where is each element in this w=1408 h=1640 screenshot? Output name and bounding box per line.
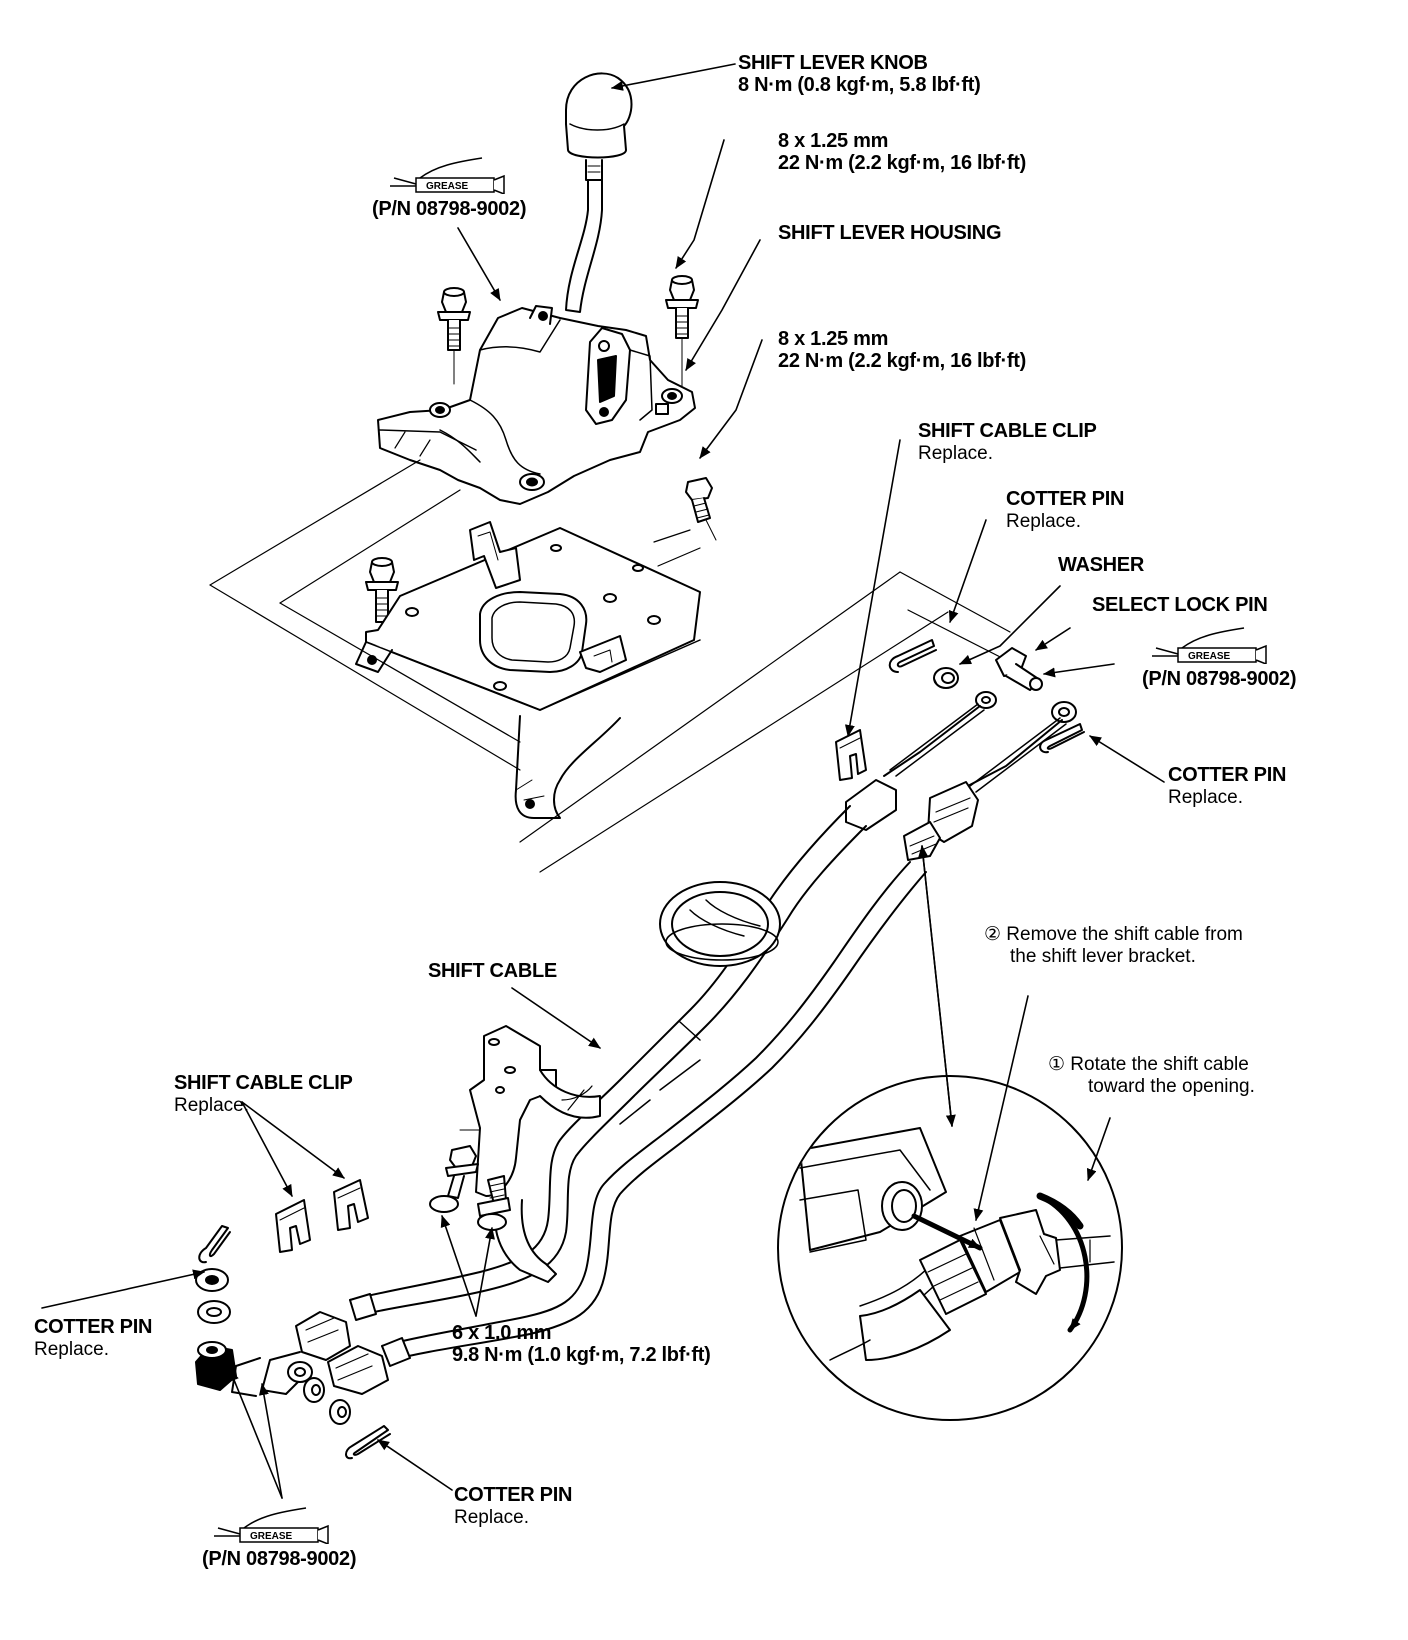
label-step2-line1: ② Remove the shift cable from [984,924,1243,945]
bracket-bolt-left [365,557,399,623]
cotter-pin-left [198,1225,231,1264]
label-knob-title: SHIFT LEVER KNOB [738,52,928,74]
shift-lever [565,179,603,313]
lower-bolt-right [477,1175,511,1231]
label-step1-line2: toward the opening. [1088,1076,1255,1097]
label-bolt-top-size: 8 x 1.25 mm [778,130,889,152]
label-clip-bottom-title: SHIFT CABLE CLIP [174,1072,353,1094]
label-cotter-left-title: COTTER PIN [34,1316,153,1338]
label-clip-top-note: Replace. [918,443,993,464]
label-bolt-bottom-torque: 9.8 N·m (1.0 kgf·m, 7.2 lbf·ft) [452,1344,711,1366]
shift-cable [231,703,1067,1397]
label-cotter-right-note: Replace. [1168,787,1243,808]
label-bolt-mid-torque: 22 N·m (2.2 kgf·m, 16 lbf·ft) [778,350,1026,372]
detail-view [777,1075,1123,1421]
label-pn-top-left: (P/N 08798-9002) [372,198,527,220]
grease-tag: GREASE [250,1531,293,1542]
grease-icon-right: GREASE [1152,627,1267,664]
label-cotter-bottom-title: COTTER PIN [454,1484,573,1506]
label-cotter-top-title: COTTER PIN [1006,488,1125,510]
label-step2-line2: the shift lever bracket. [1010,946,1196,967]
shift-cable-clip-bottom-2 [333,1179,369,1231]
cotter-pin-bottom [345,1425,391,1460]
grease-icon-bottom: GREASE [214,1507,329,1544]
label-bolt-bottom-size: 6 x 1.0 mm [452,1322,552,1344]
label-pn-bottom: (P/N 08798-9002) [202,1548,357,1570]
label-shift-cable: SHIFT CABLE [428,960,557,982]
label-cotter-left-note: Replace. [34,1339,109,1360]
label-cotter-top-note: Replace. [1006,511,1081,532]
label-cotter-bottom-note: Replace. [454,1507,529,1528]
shift-cable-clip-bottom-1 [275,1199,311,1253]
label-clip-bottom-note: Replace. [174,1095,249,1116]
label-step1-line1: ① Rotate the shift cable [1048,1054,1249,1075]
lower-bolt-left [429,1129,481,1213]
select-lock-pin [995,647,1043,691]
shift-lever-knob [565,72,633,181]
label-bolt-mid-size: 8 x 1.25 mm [778,328,889,350]
washer-top [933,667,959,689]
label-washer: WASHER [1058,554,1144,576]
cotter-pin-top [888,639,937,673]
label-knob-torque: 8 N·m (0.8 kgf·m, 5.8 lbf·ft) [738,74,981,96]
housing-bolt-right [665,275,699,387]
label-housing: SHIFT LEVER HOUSING [778,222,1002,244]
washers-left [195,1268,231,1324]
shift-lever-bracket [355,521,701,819]
cable-end-eyes [975,691,1077,723]
assembly-outline [209,459,1011,873]
label-clip-top-title: SHIFT CABLE CLIP [918,420,1097,442]
label-bolt-top-torque: 22 N·m (2.2 kgf·m, 16 lbf·ft) [778,152,1026,174]
label-select-lock-pin: SELECT LOCK PIN [1092,594,1268,616]
label-cotter-right-title: COTTER PIN [1168,764,1287,786]
shift-cable-clip-top [835,729,867,781]
bracket-bolt-right [685,477,717,541]
housing-bolt-left [437,287,471,385]
washers-bottom [303,1377,351,1425]
label-pn-right: (P/N 08798-9002) [1142,668,1297,690]
leader-lines [41,63,1165,1499]
bushing-left [195,1341,237,1391]
cotter-pin-right [1039,723,1085,754]
grease-tag: GREASE [426,181,469,192]
grease-tag: GREASE [1188,651,1231,662]
grease-icon-top: GREASE [390,157,505,194]
shift-lever-housing [377,305,696,505]
